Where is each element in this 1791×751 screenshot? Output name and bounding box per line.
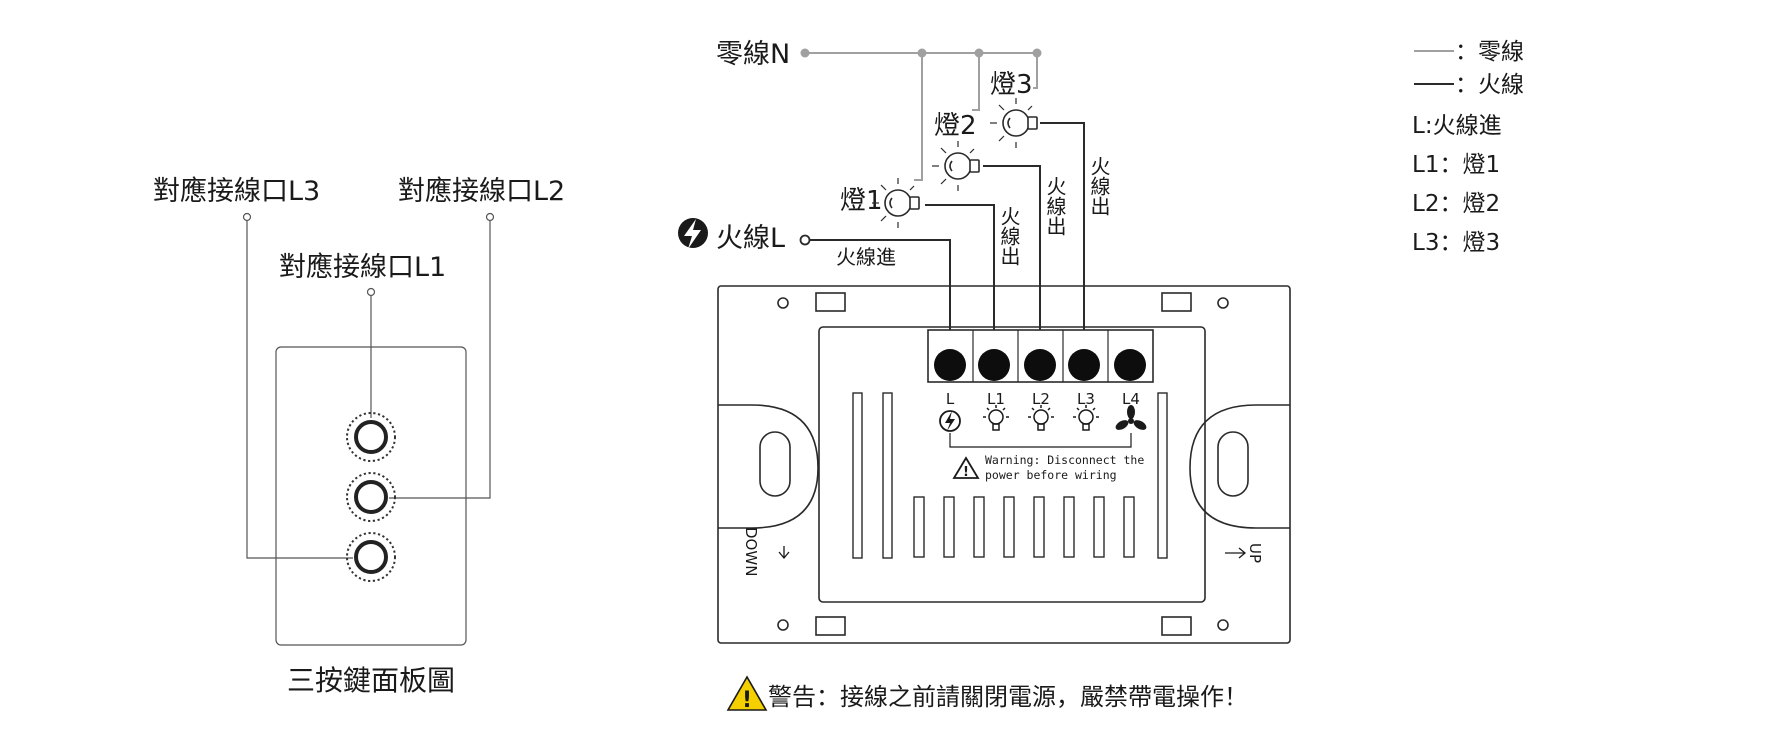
panel-label-l2: 對應接線口L2: [398, 176, 565, 207]
device-warning: ! Warning: Disconnect the power before w…: [952, 453, 1144, 482]
live-out-label-3: 火線出: [1087, 156, 1111, 216]
footer-warning: ! 警告：接線之前請關閉電源，嚴禁帶電操作！: [726, 675, 1248, 713]
bulb-icon: [1073, 405, 1099, 431]
lamp1-label: 燈1: [840, 186, 883, 216]
legend-l1: L1：燈1: [1412, 152, 1500, 178]
live-out-label-1: 火線出: [997, 206, 1021, 266]
lamp-2: 燈2: [932, 111, 980, 191]
terminal-label-l1: L1: [987, 390, 1005, 408]
three-button-panel: 對應接線口L3 對應接線口L2 對應接線口L1 三按鍵面板圖: [153, 176, 565, 697]
terminal-screw-l3: [1068, 349, 1100, 381]
svg-text:!: !: [963, 465, 969, 480]
live-input-terminal: [799, 234, 811, 246]
fan-icon: [1115, 405, 1147, 430]
terminal-screw-l4: [1114, 349, 1146, 381]
footer-warning-text: 警告：接線之前請關閉電源，嚴禁帶電操作！: [768, 683, 1248, 711]
terminal-label-l2: L2: [1032, 390, 1050, 408]
up-marker: UP: [1225, 543, 1264, 563]
lamp-3: 燈3: [990, 70, 1038, 148]
down-label: DOWN: [742, 527, 760, 576]
lamp2-label: 燈2: [934, 111, 977, 141]
terminal-label-l3: L3: [1077, 390, 1095, 408]
inner-frame: [818, 326, 1206, 603]
bulb-icon: [1028, 405, 1054, 431]
legend: ：零線 ：火線 L:火線進 L1：燈1 L2：燈2 L3：燈3: [1412, 39, 1524, 256]
panel-caption: 三按鍵面板圖: [287, 664, 455, 697]
panel-label-l1: 對應接線口L1: [279, 252, 446, 283]
panel-leader-lines: [242, 212, 495, 559]
outer-plate: [717, 285, 1291, 644]
terminal-screw-l2: [1024, 349, 1056, 381]
panel-button-l3[interactable]: [346, 532, 396, 582]
terminal-label-l: L: [946, 390, 955, 408]
legend-l3: L3：燈3: [1412, 230, 1500, 256]
legend-l: L:火線進: [1412, 113, 1502, 139]
live-label: 火線L: [716, 223, 785, 254]
device-warning-line1: Warning: Disconnect the: [985, 453, 1144, 467]
terminal-bus-line: [949, 433, 1132, 448]
terminal-label-l4: L4: [1122, 390, 1140, 408]
legend-live: ：火線: [1455, 72, 1524, 98]
bulb-icon: [872, 178, 920, 228]
neutral-label: 零線N: [716, 39, 790, 70]
legend-l2: L2：燈2: [1412, 191, 1500, 217]
lamp-1: 燈1: [840, 178, 920, 228]
lamp3-label: 燈3: [990, 70, 1033, 100]
device-warning-line2: power before wiring: [985, 468, 1117, 482]
neutral-nodes: [800, 48, 1042, 58]
live-wires: [810, 122, 1085, 358]
live-out-label-2: 火線出: [1043, 176, 1067, 236]
bulb-icon: [932, 141, 980, 191]
legend-neutral: ：零線: [1455, 39, 1524, 65]
panel-button-l2[interactable]: [346, 472, 396, 522]
lightning-icon: [939, 410, 961, 432]
panel-label-l3: 對應接線口L3: [153, 176, 320, 207]
terminal-screw-l1: [978, 349, 1010, 381]
bulb-icon: [983, 405, 1009, 431]
lightning-icon: [678, 218, 708, 249]
vent-slots: [852, 392, 1168, 559]
terminal-screw-l: [934, 349, 966, 381]
down-marker: DOWN: [742, 527, 790, 576]
terminal-labels: L L1 L2 L3 L4: [946, 390, 1140, 408]
svg-text:!: !: [742, 688, 752, 713]
live-in-label: 火線進: [836, 245, 896, 269]
up-label: UP: [1246, 543, 1264, 563]
terminal-screws: [934, 349, 1146, 381]
warning-triangle-icon: [726, 675, 768, 711]
panel-button-l1[interactable]: [346, 412, 396, 462]
warning-triangle-icon: [952, 456, 980, 479]
bulb-icon: [990, 98, 1038, 148]
